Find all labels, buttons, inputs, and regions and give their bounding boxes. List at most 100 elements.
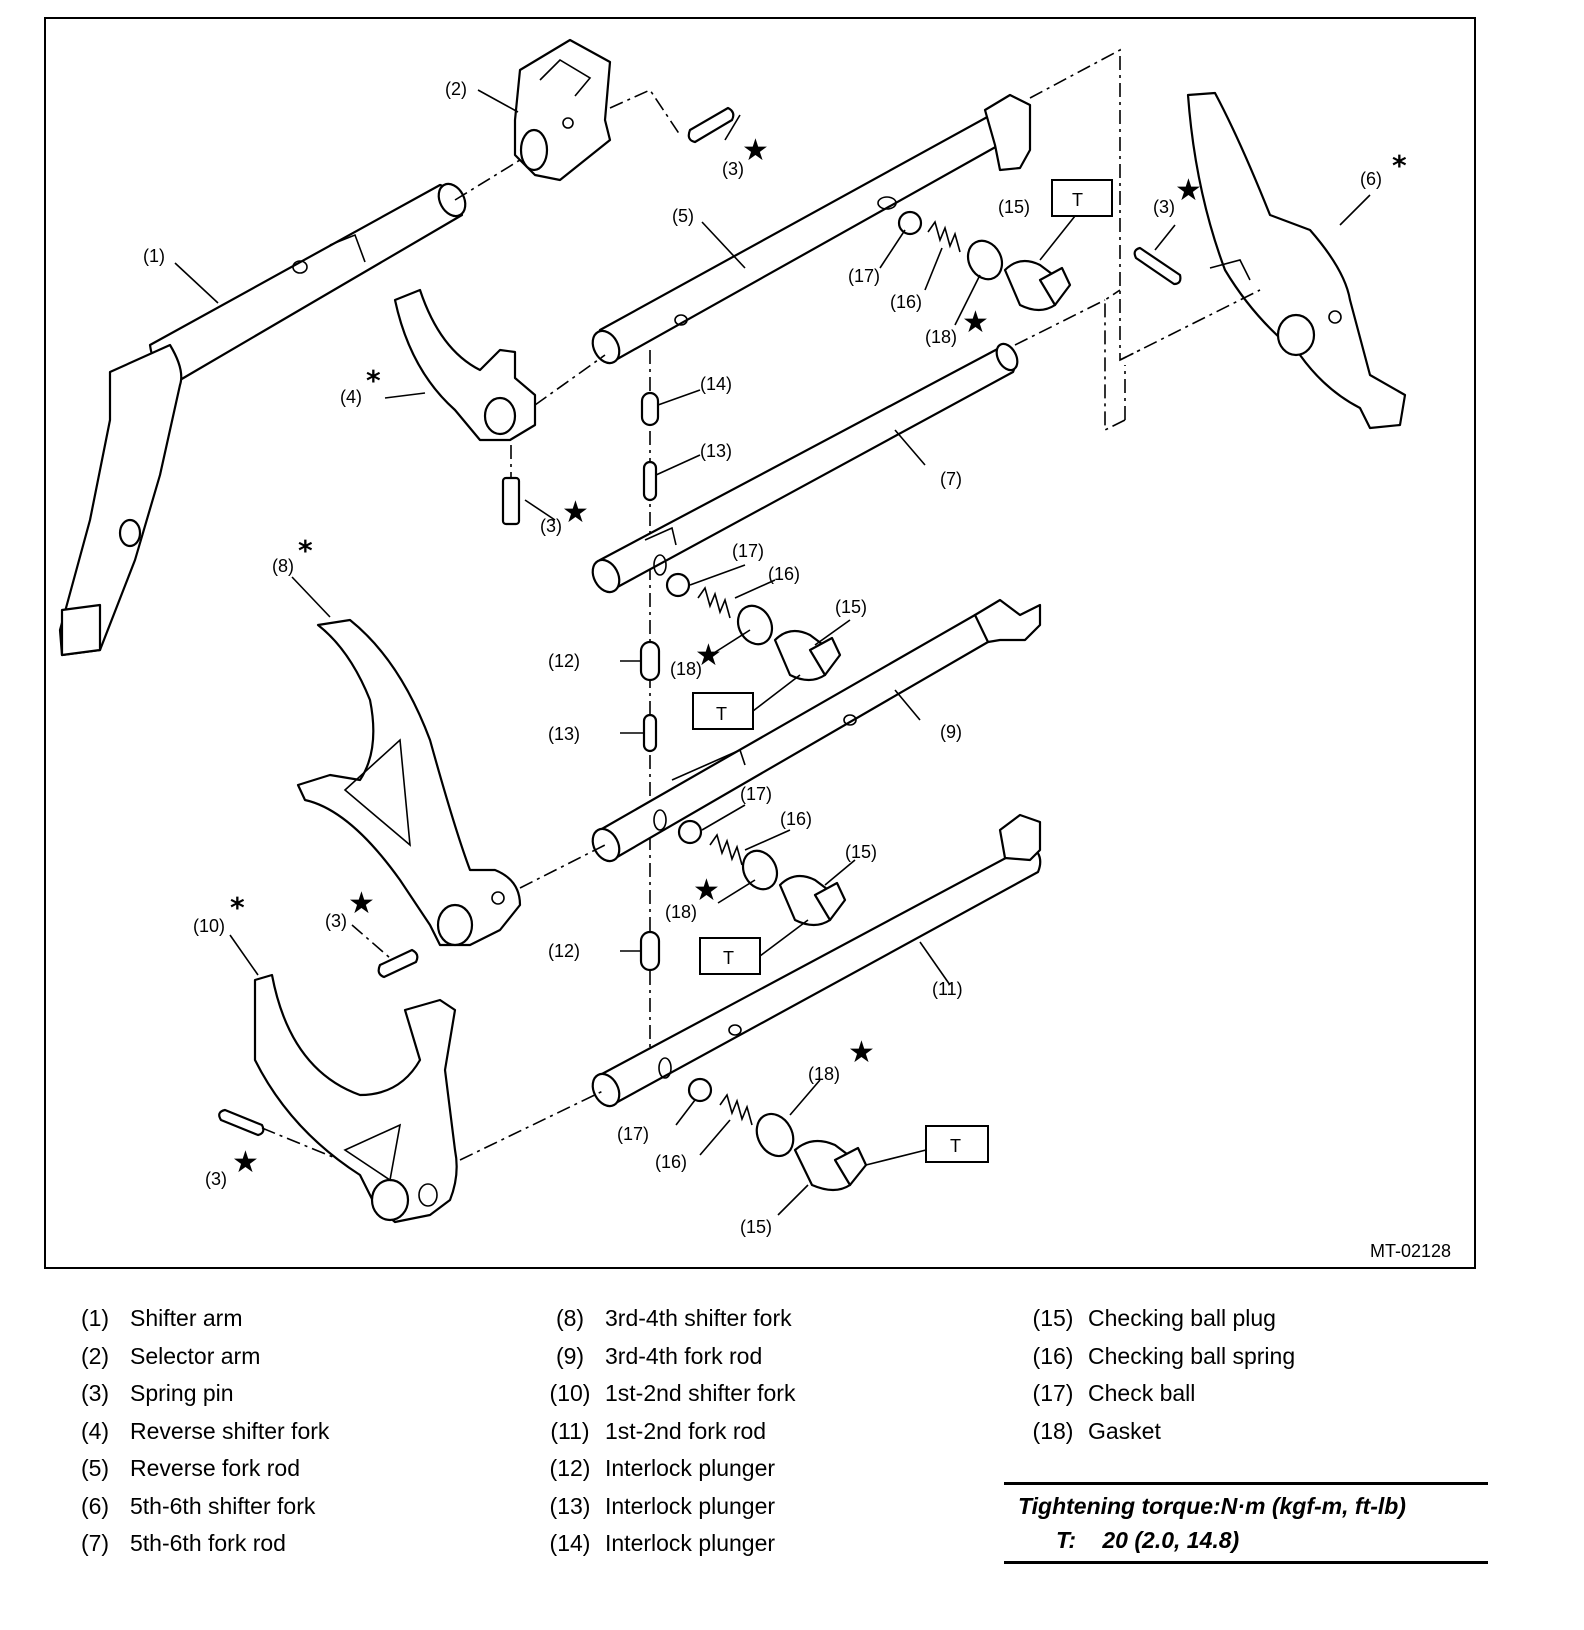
- legend-item-name: Spring pin: [130, 1380, 234, 1406]
- interlock-plunger-12-bottom: [620, 930, 661, 972]
- legend-item: (9)3rd-4th fork rod: [537, 1338, 795, 1376]
- legend-item: (14)Interlock plunger: [537, 1525, 795, 1563]
- label-17-b: (17): [732, 541, 764, 561]
- torque-box-label-4: T: [950, 1136, 961, 1156]
- legend-item: (2) Selector arm: [62, 1338, 329, 1376]
- label-3-right: (3): [1153, 197, 1175, 217]
- torque-value: 20 (2.0, 14.8): [1102, 1527, 1240, 1553]
- torque-box-label-3: T: [723, 948, 734, 968]
- label-15-c: (15): [845, 842, 877, 862]
- label-13-mid: (13): [548, 724, 580, 744]
- legend-item-name: Check ball: [1088, 1380, 1196, 1406]
- legend-item: (18)Gasket: [1020, 1413, 1295, 1451]
- legend-item-name: Shifter arm: [130, 1305, 243, 1331]
- 1st-2nd-fork-rod: [591, 813, 1042, 1108]
- label-16-d: (16): [655, 1152, 687, 1172]
- asterisk-icon: *: [366, 364, 381, 397]
- interlock-plunger-12-top: [620, 640, 661, 682]
- spring-pin-top: [687, 106, 735, 144]
- replace-star-icon: ★: [232, 1145, 259, 1180]
- 3rd-4th-fork-rod: [591, 598, 1042, 863]
- legend-item-number: (6): [80, 1492, 110, 1519]
- 5th-6th-fork-rod: [591, 299, 1106, 594]
- legend-item: (11)1st-2nd fork rod: [537, 1413, 795, 1451]
- legend-item-name: Gasket: [1088, 1417, 1161, 1444]
- tightening-torque-box: Tightening torque:N·m (kgf-m, ft-lb) T: …: [1004, 1482, 1488, 1564]
- legend-column-1: (1) Shifter arm (2) Selector arm (3) Spring p…: [62, 1300, 329, 1563]
- interlock-plunger-13-top: [642, 454, 701, 502]
- label-16-c: (16): [780, 809, 812, 829]
- label-9: (9): [940, 722, 962, 742]
- label-3-top: (3): [722, 159, 744, 179]
- interlock-plunger-14: [640, 389, 701, 427]
- label-12-bottom: (12): [548, 941, 580, 961]
- selector-arm: [454, 38, 681, 201]
- asterisk-icon: *: [230, 891, 245, 924]
- exploded-diagram: (1) (2) (3) (3) (3) (3) (3) (4) (5) (6) …: [44, 17, 1476, 1269]
- torque-bottom-rule: [1004, 1561, 1488, 1564]
- label-8: (8): [272, 556, 294, 576]
- legend-item-number: (15): [1032, 1305, 1074, 1331]
- legend-item-number: (4): [80, 1417, 110, 1444]
- label-18-a: (18): [925, 327, 957, 347]
- label-18-c: (18): [665, 902, 697, 922]
- replace-star-icon: ★: [348, 886, 375, 921]
- legend-item: (13) Interlock plunger: [537, 1488, 795, 1526]
- replace-star-icon: ★: [562, 495, 589, 530]
- replace-star-icon: ★: [693, 873, 720, 908]
- label-18-b: (18): [670, 659, 702, 679]
- legend-item-number: (17): [1032, 1380, 1074, 1406]
- legend-item: (5)Reverse fork rod: [62, 1450, 329, 1488]
- legend-item: (1) Shifter arm: [62, 1300, 329, 1338]
- replace-star-icon: ★: [742, 133, 769, 168]
- label-18-d: (18): [808, 1064, 840, 1084]
- legend-item: (16)Checking ball spring: [1020, 1338, 1296, 1376]
- legend-item-name: 5th-6th shifter fork: [130, 1492, 316, 1519]
- label-17-d: (17): [617, 1124, 649, 1144]
- legend-item-number: (14): [549, 1530, 591, 1556]
- legend-item-number: (12): [549, 1455, 591, 1481]
- legend-item-number: (10): [549, 1380, 591, 1406]
- spring-pin-right: [1133, 246, 1182, 286]
- legend-item-number: (13): [549, 1492, 591, 1519]
- legend-item: (15)Checking ball plug: [1020, 1300, 1295, 1338]
- legend-item-name: Selector arm: [130, 1342, 261, 1369]
- legend-item-name: Interlock plunger: [605, 1492, 776, 1519]
- spring-pin-mid: [351, 924, 419, 979]
- legend-item: (12)Interlock plunger: [537, 1450, 795, 1488]
- label-15-d: (15): [740, 1217, 772, 1237]
- legend-item-number: (1): [80, 1305, 110, 1331]
- legend-column-2: (8)3rd-4th shifter fork(9)3rd-4th fork r…: [537, 1300, 796, 1563]
- label-6: (6): [1360, 169, 1382, 189]
- asterisk-icon: *: [1392, 149, 1407, 182]
- legend-item: (4) Reverse shifter fork: [62, 1413, 329, 1451]
- torque-value-row: T: 20 (2.0, 14.8): [1004, 1523, 1488, 1561]
- replace-star-icon: ★: [962, 305, 989, 340]
- legend-item-number: (7): [80, 1530, 110, 1556]
- check-ball-assembly-4: [675, 1077, 989, 1216]
- label-12-top: (12): [548, 651, 580, 671]
- diagram-frame: [44, 17, 1476, 1269]
- legend-item-number: (16): [1032, 1342, 1074, 1369]
- check-ball-assembly-1: [879, 179, 1113, 326]
- legend-item-name: 5th-6th fork rod: [130, 1530, 286, 1556]
- reverse-shifter-fork: [393, 288, 606, 442]
- torque-heading: Tightening torque:N·m (kgf-m, ft-lb): [1018, 1493, 1406, 1519]
- legend-item-name: Reverse fork rod: [130, 1455, 301, 1481]
- legend-item-number: (3): [80, 1380, 110, 1406]
- legend-item-number: (9): [555, 1342, 585, 1369]
- label-3-mid: (3): [325, 911, 347, 931]
- label-17-c: (17): [740, 784, 772, 804]
- interlock-plunger-13-mid: [620, 713, 658, 753]
- label-10: (10): [193, 916, 225, 936]
- label-14: (14): [700, 374, 732, 394]
- legend-item-name: Reverse shifter fork: [130, 1417, 330, 1444]
- label-3-bottom: (3): [205, 1169, 227, 1189]
- check-ball-assembly-2: [665, 572, 842, 730]
- label-2: (2): [445, 79, 467, 99]
- reverse-fork-rod: [591, 48, 1141, 365]
- legend-item-number: (2): [80, 1342, 110, 1369]
- torque-box-label-2: T: [716, 704, 727, 724]
- torque-symbol: T:: [1056, 1527, 1077, 1553]
- legend-column-3: (15)Checking ball plug(16)Checking ball …: [1020, 1300, 1296, 1451]
